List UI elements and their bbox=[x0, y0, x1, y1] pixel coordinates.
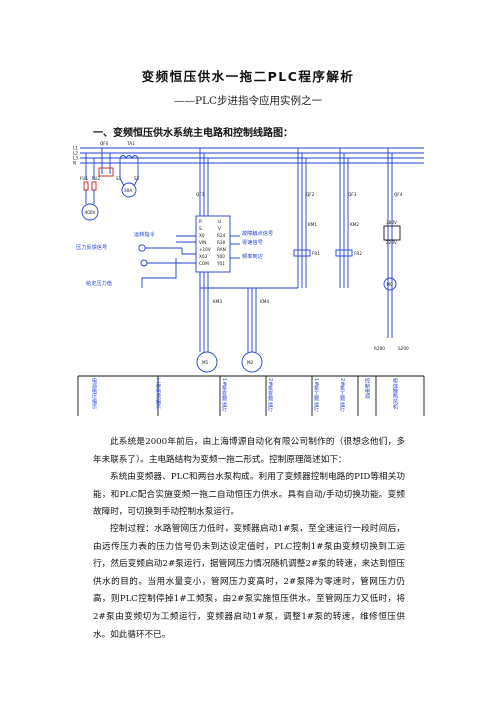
inv-v: V bbox=[218, 226, 221, 231]
motor-m1-label: M1 bbox=[202, 360, 209, 365]
bus-label-l3: L3 bbox=[73, 156, 78, 161]
inv-com: COM bbox=[199, 261, 209, 266]
fan-r200: R200 bbox=[374, 346, 385, 351]
contactor-km2: KM2 bbox=[350, 222, 359, 227]
circuit-diagram: L1 L2 L3 N QF0 TA1 S1 S2 30A FU1 FU2 400… bbox=[73, 141, 425, 416]
motor-feeders: KM3 KM4 M1 M2 bbox=[196, 272, 269, 373]
relay-fr1: FR1 bbox=[312, 251, 320, 256]
label-control-power: 控制电源 bbox=[364, 377, 370, 401]
annotation-fault-signal: 故障触点信号 bbox=[242, 229, 273, 237]
inverter-block: QF1 R S X0 VIN +10V X03 COM U V R24 R30 … bbox=[76, 148, 273, 288]
annotation-pressure-feedback: 压力反馈信号 bbox=[76, 243, 107, 251]
annotation-set-pressure: 给定压力值 bbox=[86, 279, 112, 287]
breaker-qf0: QF0 bbox=[100, 141, 109, 146]
inv-x03: X03 bbox=[199, 254, 208, 259]
annotation-zero-speed: 零速信号 bbox=[242, 238, 263, 246]
bus-label-l2: L2 bbox=[73, 151, 78, 156]
relay-fr2: FR2 bbox=[354, 251, 362, 256]
label-voltage-indicator: 电源电压指示 bbox=[91, 377, 97, 410]
fan-220v: 220V bbox=[386, 240, 397, 245]
fan-380v: 380V bbox=[386, 220, 397, 225]
bottom-labels: 电源电压指示 工作电流指示 1#泵变频运行 2#泵变频运行 1#泵工频运行 2#… bbox=[77, 375, 425, 416]
label-current-indicator: 工作电流指示 bbox=[155, 378, 161, 410]
fan-s200: S200 bbox=[398, 346, 409, 351]
paragraph-process: 控制过程：水路管网压力低时，变频器启动1#泵，至全速运行一段时间后，由远传压力表… bbox=[93, 524, 405, 640]
section-heading: 一、变频恒压供水系统主电路和控制线路图： bbox=[93, 128, 293, 139]
fan-motor: M0 bbox=[387, 282, 394, 287]
power-bus: L1 L2 L3 N bbox=[73, 146, 424, 166]
paragraph-system: 系统由变频器、PLC和两台水泵构成。利用了变频器控制电路的PID等相关功能，和P… bbox=[93, 472, 405, 518]
fuse-fu2: FU2 bbox=[92, 176, 100, 181]
contactor-km4: KM4 bbox=[260, 299, 269, 304]
inv-y00: Y00 bbox=[216, 254, 225, 259]
inv-y01: Y01 bbox=[216, 261, 225, 266]
paragraph-intro: 此系统是2000年前后，由上海博源自动化有限公司制作的（很想念他们，多年未联系了… bbox=[93, 437, 405, 465]
breaker-qf3: QF3 bbox=[348, 192, 357, 197]
inv-vin: VIN bbox=[199, 240, 206, 245]
fuse-fu1: FU1 bbox=[80, 176, 88, 181]
contactor-km3: KM3 bbox=[213, 299, 222, 304]
document-subtitle: ——PLC步进指令应用实例之一 bbox=[173, 95, 323, 107]
inv-u: U bbox=[218, 219, 221, 224]
inv-r30: R30 bbox=[217, 240, 226, 245]
label-pump2-line: 2#泵工频运行 bbox=[339, 378, 345, 413]
inv-x0: X0 bbox=[199, 233, 205, 238]
label-pump2-vfd: 2#泵变频运行 bbox=[267, 378, 273, 413]
fuse-s1: S1 bbox=[116, 176, 122, 181]
voltmeter-label: 400V bbox=[85, 210, 96, 215]
label-cabinet-fan: 柜体散热风机 bbox=[392, 377, 398, 411]
annotation-freq-reach: 频率到达 bbox=[242, 252, 263, 260]
label-pump1-vfd: 1#泵变频运行 bbox=[221, 378, 227, 413]
bus-label-n: N bbox=[73, 161, 76, 166]
transformer-ta1: TA1 bbox=[126, 141, 135, 146]
contactor-km1: KM1 bbox=[308, 222, 317, 227]
bus-label-l1: L1 bbox=[73, 146, 78, 151]
ammeter-label: 30A bbox=[124, 188, 132, 193]
inv-s: S bbox=[199, 226, 202, 231]
inv-ran: RAN bbox=[217, 247, 226, 252]
inv-10v: +10V bbox=[199, 247, 211, 252]
motor-m2-label: M2 bbox=[247, 360, 254, 365]
breaker-qf2: QF2 bbox=[306, 192, 315, 197]
inv-r: R bbox=[199, 219, 202, 224]
inv-r24: R24 bbox=[217, 233, 226, 238]
annotation-run-cmd: 运转指令 bbox=[134, 230, 156, 238]
document-title: 变频恒压供水一拖二PLC程序解析 bbox=[141, 69, 355, 84]
fuse-s2: S2 bbox=[134, 176, 140, 181]
meter-branch: QF0 TA1 S1 S2 30A FU1 FU2 400V bbox=[80, 141, 140, 221]
fan-branch: QF4 380V 220V M0 R200 S200 bbox=[374, 148, 409, 351]
label-pump1-line: 1#泵工频运行 bbox=[313, 378, 319, 413]
bypass-branches: QF2 KM1 FR1 QF3 KM2 FR2 bbox=[208, 148, 362, 289]
breaker-qf4: QF4 bbox=[394, 192, 403, 197]
